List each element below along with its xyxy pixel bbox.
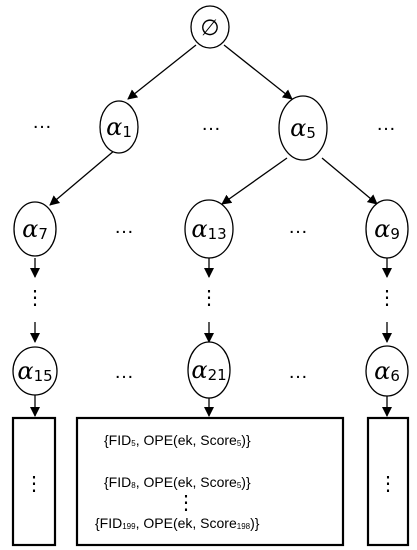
node-alpha-7-label: α7: [22, 215, 48, 243]
ellipsis-row3-right: …: [288, 361, 308, 383]
leaf-box-right-vellipsis: ⋮: [378, 473, 398, 495]
node-alpha-6-label: α6: [374, 357, 400, 385]
node-alpha-15: [12, 346, 58, 396]
ellipsis-row1-right: …: [376, 113, 396, 135]
node-alpha-15-label: α15: [17, 357, 52, 385]
vellipsis-mid: ⋮: [199, 287, 219, 309]
node-alpha-6: [365, 345, 409, 397]
node-alpha-13-label: α13: [191, 215, 226, 243]
edge-a1-a7: [49, 149, 116, 206]
leaf-box-list: [75, 416, 345, 547]
node-alpha-7: [13, 201, 57, 257]
leaf-box-right: [366, 416, 410, 547]
list-row-3: {FID199, OPE(ek, Score198)}: [95, 515, 260, 531]
ellipsis-row1-mid: …: [201, 113, 221, 135]
node-alpha-9-label: α9: [374, 215, 400, 243]
ellipsis-row3-left: …: [114, 361, 134, 383]
ellipsis-row2-right: …: [288, 216, 308, 238]
list-row-1: {FID5, OPE(ek, Score5)}: [104, 432, 251, 448]
edge-root-a1: [127, 44, 197, 100]
leaf-box-left-vellipsis: ⋮: [24, 473, 44, 495]
vellipsis-left: ⋮: [25, 287, 45, 309]
list-vellipsis: ⋮: [176, 492, 196, 514]
leaf-box-left: [11, 416, 57, 547]
list-row-2: {FID8, OPE(ek, Score5)}: [104, 474, 251, 490]
edge-a5-a13: [221, 157, 288, 205]
node-alpha-1-label: α1: [106, 113, 132, 141]
ellipsis-row2-left: …: [114, 216, 134, 238]
node-alpha-21: [187, 341, 231, 399]
node-alpha-1: [99, 100, 139, 154]
vellipsis-right: ⋮: [377, 287, 397, 309]
ellipsis-row1-left: …: [32, 111, 52, 133]
root-node: [190, 5, 230, 49]
edge-root-a5: [223, 44, 293, 100]
node-alpha-9: [365, 199, 409, 259]
node-alpha-13: [184, 199, 234, 259]
edge-a5-a9: [321, 157, 378, 205]
root-symbol: ∅: [200, 16, 219, 41]
node-alpha-5: [278, 95, 328, 161]
node-alpha-5-label: α5: [290, 114, 316, 142]
node-alpha-21-label: α21: [191, 356, 226, 384]
